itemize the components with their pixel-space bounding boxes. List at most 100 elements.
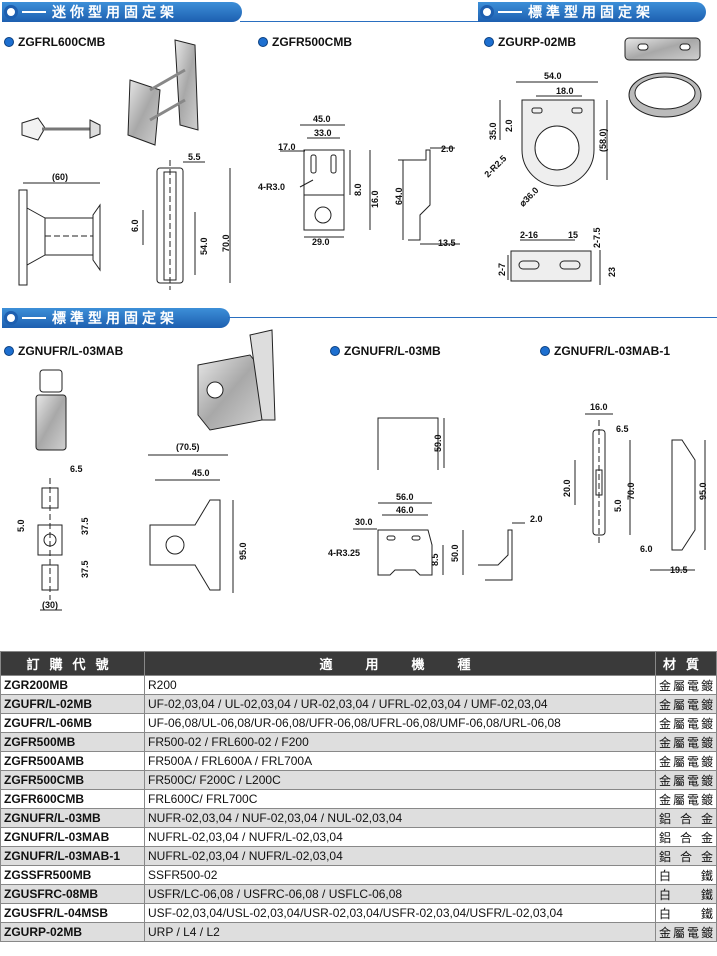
applicable-models: NUFR-02,03,04 / NUF-02,03,04 / NUL-02,03… bbox=[144, 808, 656, 828]
dim-label: 6.5 bbox=[616, 424, 629, 434]
applicable-models: NUFRL-02,03,04 / NUFR/L-02,03,04 bbox=[144, 846, 656, 866]
applicable-models: FR500-02 / FRL600-02 / F200 bbox=[144, 732, 656, 752]
applicable-models: FRL600C/ FRL700C bbox=[144, 789, 656, 809]
dim-label: 54.0 bbox=[544, 71, 562, 81]
material: 金屬電鍍 bbox=[655, 751, 717, 771]
header-material: 材質 bbox=[655, 651, 717, 676]
block-zgnufr03mab-photo bbox=[197, 329, 276, 431]
model-label-zgfrl600cmb: ZGFRL600CMB bbox=[4, 35, 105, 49]
bullet-icon bbox=[484, 37, 494, 47]
dim-label: 16.0 bbox=[370, 190, 380, 208]
dim-label: 2.0 bbox=[441, 144, 454, 154]
dim-label: 45.0 bbox=[192, 468, 210, 478]
applicable-models: UF-06,08/UL-06,08/UR-06,08/UFR-06,08/UFR… bbox=[144, 713, 656, 733]
bracket-zgnufr03mab-photo bbox=[35, 369, 67, 451]
dim-label: 23 bbox=[607, 267, 617, 277]
material: 白鐵 bbox=[655, 865, 717, 885]
bullet-icon bbox=[258, 37, 268, 47]
banner-standard-brackets-mid: 標準型用固定架 bbox=[2, 308, 230, 328]
model-name: ZGNUFR/L-03MAB bbox=[18, 344, 124, 358]
dim-label: 17.0 bbox=[278, 142, 296, 152]
bullet-icon bbox=[4, 5, 18, 19]
model-label-zgnufr03mab1: ZGNUFR/L-03MAB-1 bbox=[540, 344, 670, 358]
dim-label: 2-R2.5 bbox=[482, 153, 508, 179]
dim-label: 5.5 bbox=[188, 152, 201, 162]
table-header-row: 訂購代號 適 用 機 種 材質 bbox=[0, 651, 717, 676]
dim-label: 35.0 bbox=[488, 122, 498, 140]
dim-label: 45.0 bbox=[313, 114, 331, 124]
order-code: ZGFR500AMB bbox=[0, 751, 145, 771]
applicable-models: NUFRL-02,03,04 / NUFR/L-02,03,04 bbox=[144, 827, 656, 847]
drawing-zgnufr03mb-top bbox=[377, 417, 445, 470]
dim-label: 70.0 bbox=[626, 482, 636, 500]
model-name: ZGURP-02MB bbox=[498, 35, 577, 49]
dim-label: (60) bbox=[52, 172, 68, 182]
dim-label: 70.0 bbox=[221, 234, 231, 252]
applicable-models: R200 bbox=[144, 675, 656, 695]
dim-label: ⌀36.0 bbox=[517, 185, 540, 208]
material: 金屬電鍍 bbox=[655, 770, 717, 790]
dim-label: 2-7 bbox=[497, 263, 507, 276]
dim-label: 56.0 bbox=[396, 492, 414, 502]
applicable-models: USF-02,03,04/USL-02,03,04/USR-02,03,04/U… bbox=[144, 903, 656, 923]
order-code: ZGUSFR/L-04MSB bbox=[0, 903, 145, 923]
dim-label: 2.0 bbox=[504, 119, 514, 132]
dash-line bbox=[22, 11, 46, 13]
order-code: ZGFR500MB bbox=[0, 732, 145, 752]
order-code: ZGNUFR/L-03MB bbox=[0, 808, 145, 828]
applicable-models: USFR/LC-06,08 / USFRC-06,08 / USFLC-06,0… bbox=[144, 884, 656, 904]
applicable-models: FR500A / FRL600A / FRL700A bbox=[144, 751, 656, 771]
banner-title: 標準型用固定架 bbox=[52, 310, 178, 326]
dim-label: 13.5 bbox=[438, 238, 456, 248]
order-code: ZGURP-02MB bbox=[0, 922, 145, 942]
dim-label: 29.0 bbox=[312, 237, 330, 247]
order-code: ZGUSFRC-08MB bbox=[0, 884, 145, 904]
dim-label: 2-16 bbox=[520, 230, 538, 240]
dim-label: 30.0 bbox=[355, 517, 373, 527]
applicable-models: URP / L4 / L2 bbox=[144, 922, 656, 942]
drawing-zgfrl600cmb-side bbox=[18, 182, 101, 286]
dim-label: 8.0 bbox=[353, 183, 363, 196]
dim-label: (30) bbox=[42, 600, 58, 610]
material: 白鐵 bbox=[655, 903, 717, 923]
dim-label: 95.0 bbox=[698, 482, 708, 500]
banner-rule bbox=[240, 21, 480, 22]
dim-label: 8.5 bbox=[430, 553, 440, 566]
material: 鋁合金 bbox=[655, 846, 717, 866]
drawing-zgnufr03mab-front bbox=[37, 478, 63, 611]
dim-label: 5.0 bbox=[16, 519, 26, 532]
bullet-icon bbox=[480, 5, 494, 19]
order-code: ZGR200MB bbox=[0, 675, 145, 695]
order-code: ZGUFR/L-02MB bbox=[0, 694, 145, 714]
order-code: ZGNUFR/L-03MAB-1 bbox=[0, 846, 145, 866]
order-code: ZGFR500CMB bbox=[0, 770, 145, 790]
dim-label: 2.0 bbox=[530, 514, 543, 524]
dash-line bbox=[22, 317, 46, 319]
technical-drawings: (60) 5.5 6.0 54.0 70.0 45.0 33.0 17.0 4-… bbox=[16, 37, 708, 611]
dim-label: 64.0 bbox=[394, 187, 404, 205]
model-label-zgurp02mb: ZGURP-02MB bbox=[484, 35, 576, 49]
material: 金屬電鍍 bbox=[655, 713, 717, 733]
material: 金屬電鍍 bbox=[655, 732, 717, 752]
dim-label: 50.0 bbox=[450, 544, 460, 562]
drawing-zgnufr03mb-front bbox=[353, 502, 464, 576]
model-name: ZGNUFR/L-03MB bbox=[344, 344, 441, 358]
dim-label: 95.0 bbox=[238, 542, 248, 560]
dim-label: 37.5 bbox=[80, 517, 90, 535]
order-code: ZGUFR/L-06MB bbox=[0, 713, 145, 733]
dim-label: 16.0 bbox=[590, 402, 608, 412]
bullet-icon bbox=[4, 311, 18, 325]
banner-title: 迷你型用固定架 bbox=[52, 4, 178, 20]
dim-label: 15 bbox=[568, 230, 578, 240]
applicable-models: SSFR500-02 bbox=[144, 865, 656, 885]
model-label-zgnufr03mab: ZGNUFR/L-03MAB bbox=[4, 344, 123, 358]
dim-label: 4-R3.25 bbox=[328, 548, 360, 558]
